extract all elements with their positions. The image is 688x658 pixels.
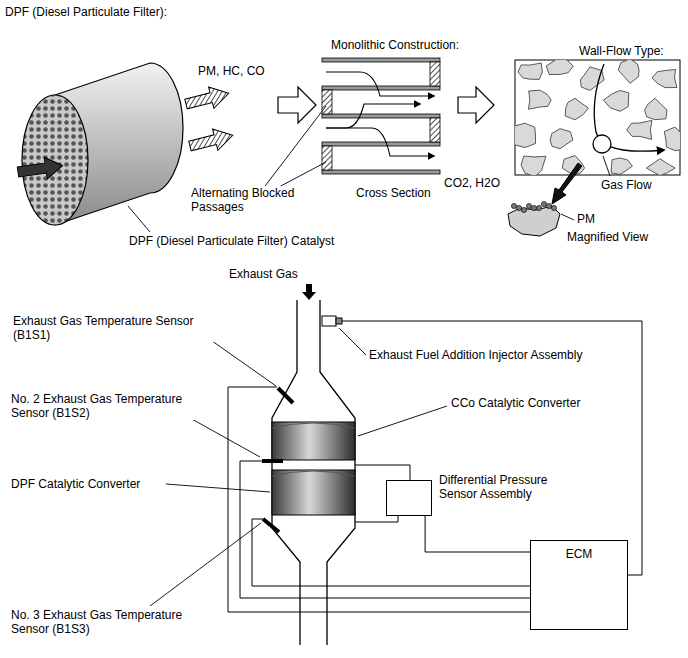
magnify-arrow bbox=[552, 163, 582, 204]
magnified-view bbox=[508, 201, 560, 236]
fuel-injector bbox=[322, 316, 342, 326]
leader-line bbox=[128, 156, 610, 232]
part-label: Wall-Flow Type: bbox=[578, 44, 665, 58]
sensor-box: Differential Pressure Sensor Assembly bbox=[386, 480, 432, 516]
exhaust-pipe bbox=[272, 300, 355, 645]
step-arrow bbox=[458, 87, 494, 123]
part-label: Magnified View bbox=[566, 230, 649, 244]
part-label: Gas Flow bbox=[600, 178, 653, 192]
exhaust-flow-arrow bbox=[302, 284, 316, 300]
part-label: Cross Section bbox=[355, 186, 432, 200]
cco-catalytic-converter bbox=[272, 422, 355, 460]
flow-arrows bbox=[326, 72, 434, 156]
monolith-cross-section bbox=[322, 58, 440, 174]
temperature-sensor bbox=[262, 388, 293, 532]
porous-wall bbox=[515, 60, 680, 175]
leader-line bbox=[262, 106, 326, 196]
part-label: PM bbox=[576, 212, 596, 226]
part-label: DPF Catalytic Converter bbox=[10, 477, 141, 491]
part-label: No. 3 Exhaust Gas Temperature Sensor (B1… bbox=[10, 608, 202, 636]
part-label: DPF (Diesel Particulate Filter) Catalyst bbox=[128, 234, 335, 248]
part-label: Exhaust Gas bbox=[228, 267, 299, 281]
part-label: Exhaust Gas Temperature Sensor (B1S1) bbox=[12, 314, 214, 342]
part-label: PM, HC, CO bbox=[197, 64, 266, 78]
dpf-catalytic-converter bbox=[272, 470, 355, 515]
part-label: Alternating Blocked Passages bbox=[190, 186, 317, 214]
part-label: Monolithic Construction: bbox=[330, 38, 460, 52]
part-label: DPF (Diesel Particulate Filter): bbox=[4, 5, 168, 19]
part-label: CCo Catalytic Converter bbox=[450, 396, 581, 410]
part-label: CO2, H2O bbox=[443, 176, 501, 190]
ecm-box: ECM bbox=[530, 540, 628, 630]
step-arrow bbox=[278, 87, 316, 123]
part-label: Differential Pressure Sensor Assembly bbox=[439, 473, 579, 501]
box-label: ECM bbox=[531, 541, 627, 561]
gas-flow-arrow bbox=[593, 64, 664, 153]
part-label: No. 2 Exhaust Gas Temperature Sensor (B1… bbox=[10, 392, 202, 420]
leader-line bbox=[150, 328, 447, 606]
part-label: Exhaust Fuel Addition Injector Assembly bbox=[368, 348, 583, 362]
signal-wire bbox=[425, 516, 530, 552]
